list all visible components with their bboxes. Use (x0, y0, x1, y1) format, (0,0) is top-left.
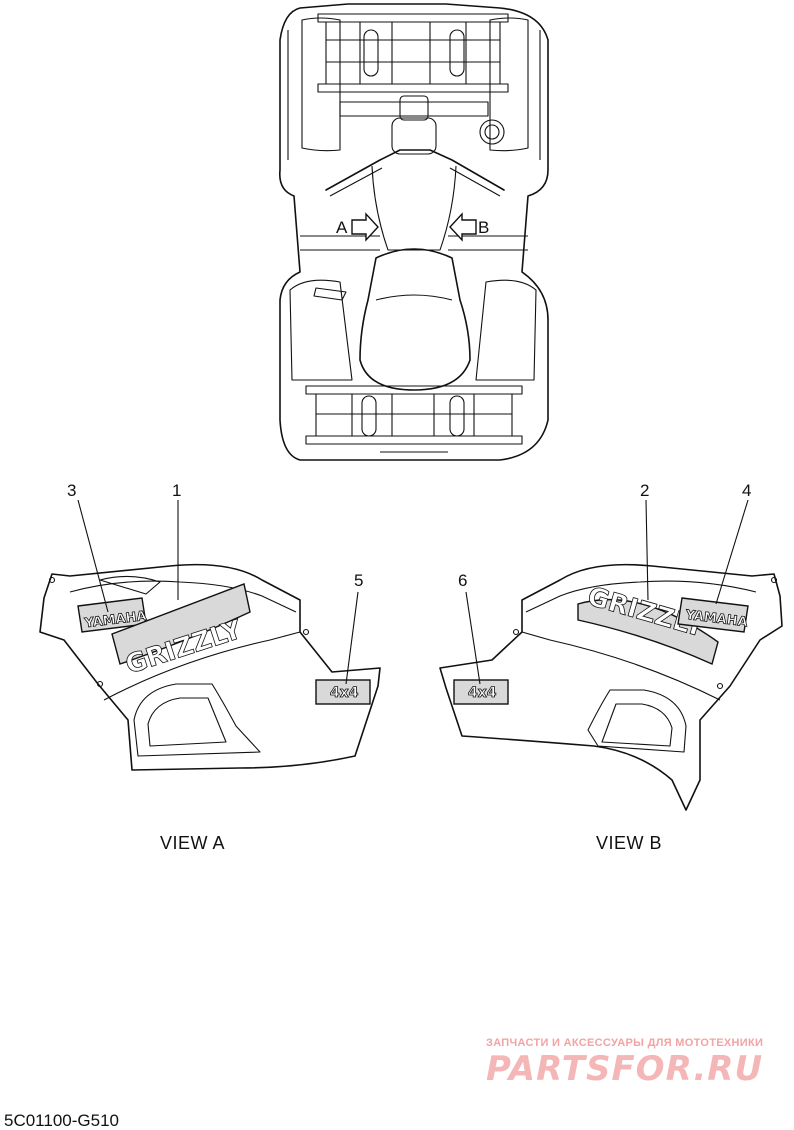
diagram-code: 5C01100-G510 (4, 1111, 119, 1130)
4x4-decal-right: 4x4 (453, 679, 509, 705)
yamaha-decal-right: YAMAHA (677, 597, 749, 633)
view-a-label: VIEW A (160, 833, 225, 853)
svg-text:4x4: 4x4 (468, 685, 497, 701)
callout-5: 5 (354, 571, 363, 590)
view-b-label: VIEW B (596, 833, 662, 853)
watermark-tagline: ЗАПЧАСТИ И АКСЕССУАРЫ ДЛЯ МОТОТЕХНИКИ (486, 1037, 763, 1049)
svg-text:4x4: 4x4 (330, 685, 359, 701)
callout-6: 6 (458, 571, 467, 590)
atv-top-view (278, 3, 549, 461)
view-a-fender (39, 563, 381, 771)
callout-2: 2 (640, 481, 649, 500)
watermark-brand: PARTSFOR.RU (486, 1049, 763, 1089)
arrow-b-label: B (478, 218, 489, 237)
4x4-decal-left: 4x4 (315, 679, 371, 705)
callout-4: 4 (742, 481, 751, 500)
arrow-a-label: A (336, 218, 348, 237)
callout-lines (77, 499, 749, 685)
callout-3: 3 (67, 481, 76, 500)
callout-1: 1 (172, 481, 181, 500)
